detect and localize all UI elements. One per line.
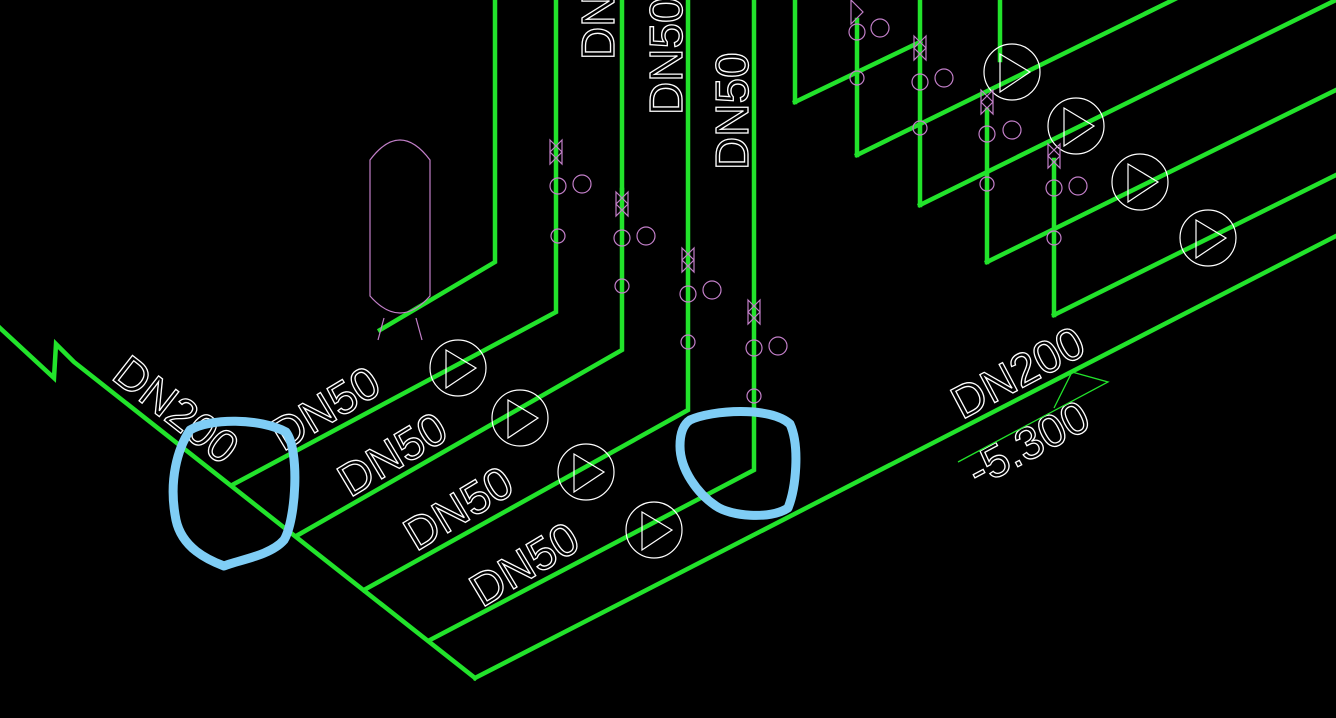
- pump-icon: [625, 501, 683, 559]
- check-valve-icon: [746, 388, 762, 404]
- highlight-circles: [168, 407, 801, 571]
- gate-valve-icon: [1047, 142, 1061, 170]
- pipe-labels: DN200 DN200 DN50 DN50 DN50 DN50 DN50 DN5…: [103, 0, 1098, 617]
- pumps: [429, 43, 1237, 559]
- pump-icon: [1179, 209, 1237, 267]
- pump-icon: [557, 443, 615, 501]
- pressure-gauge-icon: [745, 336, 788, 357]
- check-valve-icon: [849, 70, 865, 86]
- tank-icon: [369, 139, 431, 341]
- elevation-marker: [957, 371, 1110, 463]
- highlight-circle-icon: [168, 416, 300, 571]
- pressure-gauge-icon: [848, 18, 890, 41]
- pressure-gauge-icon: [911, 68, 954, 91]
- riser-size-label-2: DN50: [706, 52, 758, 170]
- main-header-left: [0, 324, 479, 682]
- gate-valve-icon: [850, 0, 864, 26]
- riser-partial-label: DN5: [572, 0, 624, 60]
- main-header-bottom: [471, 233, 1336, 682]
- pressure-gauge-icon: [978, 120, 1022, 143]
- pump-icon: [1047, 97, 1105, 155]
- upper-right-pipes: [791, 0, 1336, 319]
- gate-valve-icon: [980, 88, 994, 116]
- check-valve-icon: [680, 334, 696, 350]
- pump-icon: [429, 339, 487, 397]
- check-valve-icon: [1046, 230, 1062, 246]
- pump-icon: [491, 389, 549, 447]
- pressure-gauge-icon: [1045, 176, 1088, 197]
- check-valve-icon: [979, 176, 995, 192]
- pressure-gauge-icon: [613, 226, 656, 247]
- check-valve-icon: [912, 120, 928, 136]
- pressure-gauge-icon: [679, 280, 722, 303]
- gate-valve-icon: [615, 190, 629, 218]
- pump-icon: [1111, 153, 1169, 211]
- valve-assemblies: [549, 0, 1088, 404]
- highlight-circle-icon: [675, 407, 801, 520]
- gate-valve-icon: [913, 34, 927, 62]
- gate-valve-icon: [549, 138, 563, 166]
- check-valve-icon: [614, 278, 630, 294]
- check-valve-icon: [550, 228, 566, 244]
- pressure-gauge-icon: [549, 174, 592, 195]
- pump-icon: [983, 43, 1041, 101]
- gate-valve-icon: [747, 298, 761, 326]
- riser-size-label-1: DN50: [640, 0, 692, 115]
- gate-valve-icon: [681, 246, 695, 274]
